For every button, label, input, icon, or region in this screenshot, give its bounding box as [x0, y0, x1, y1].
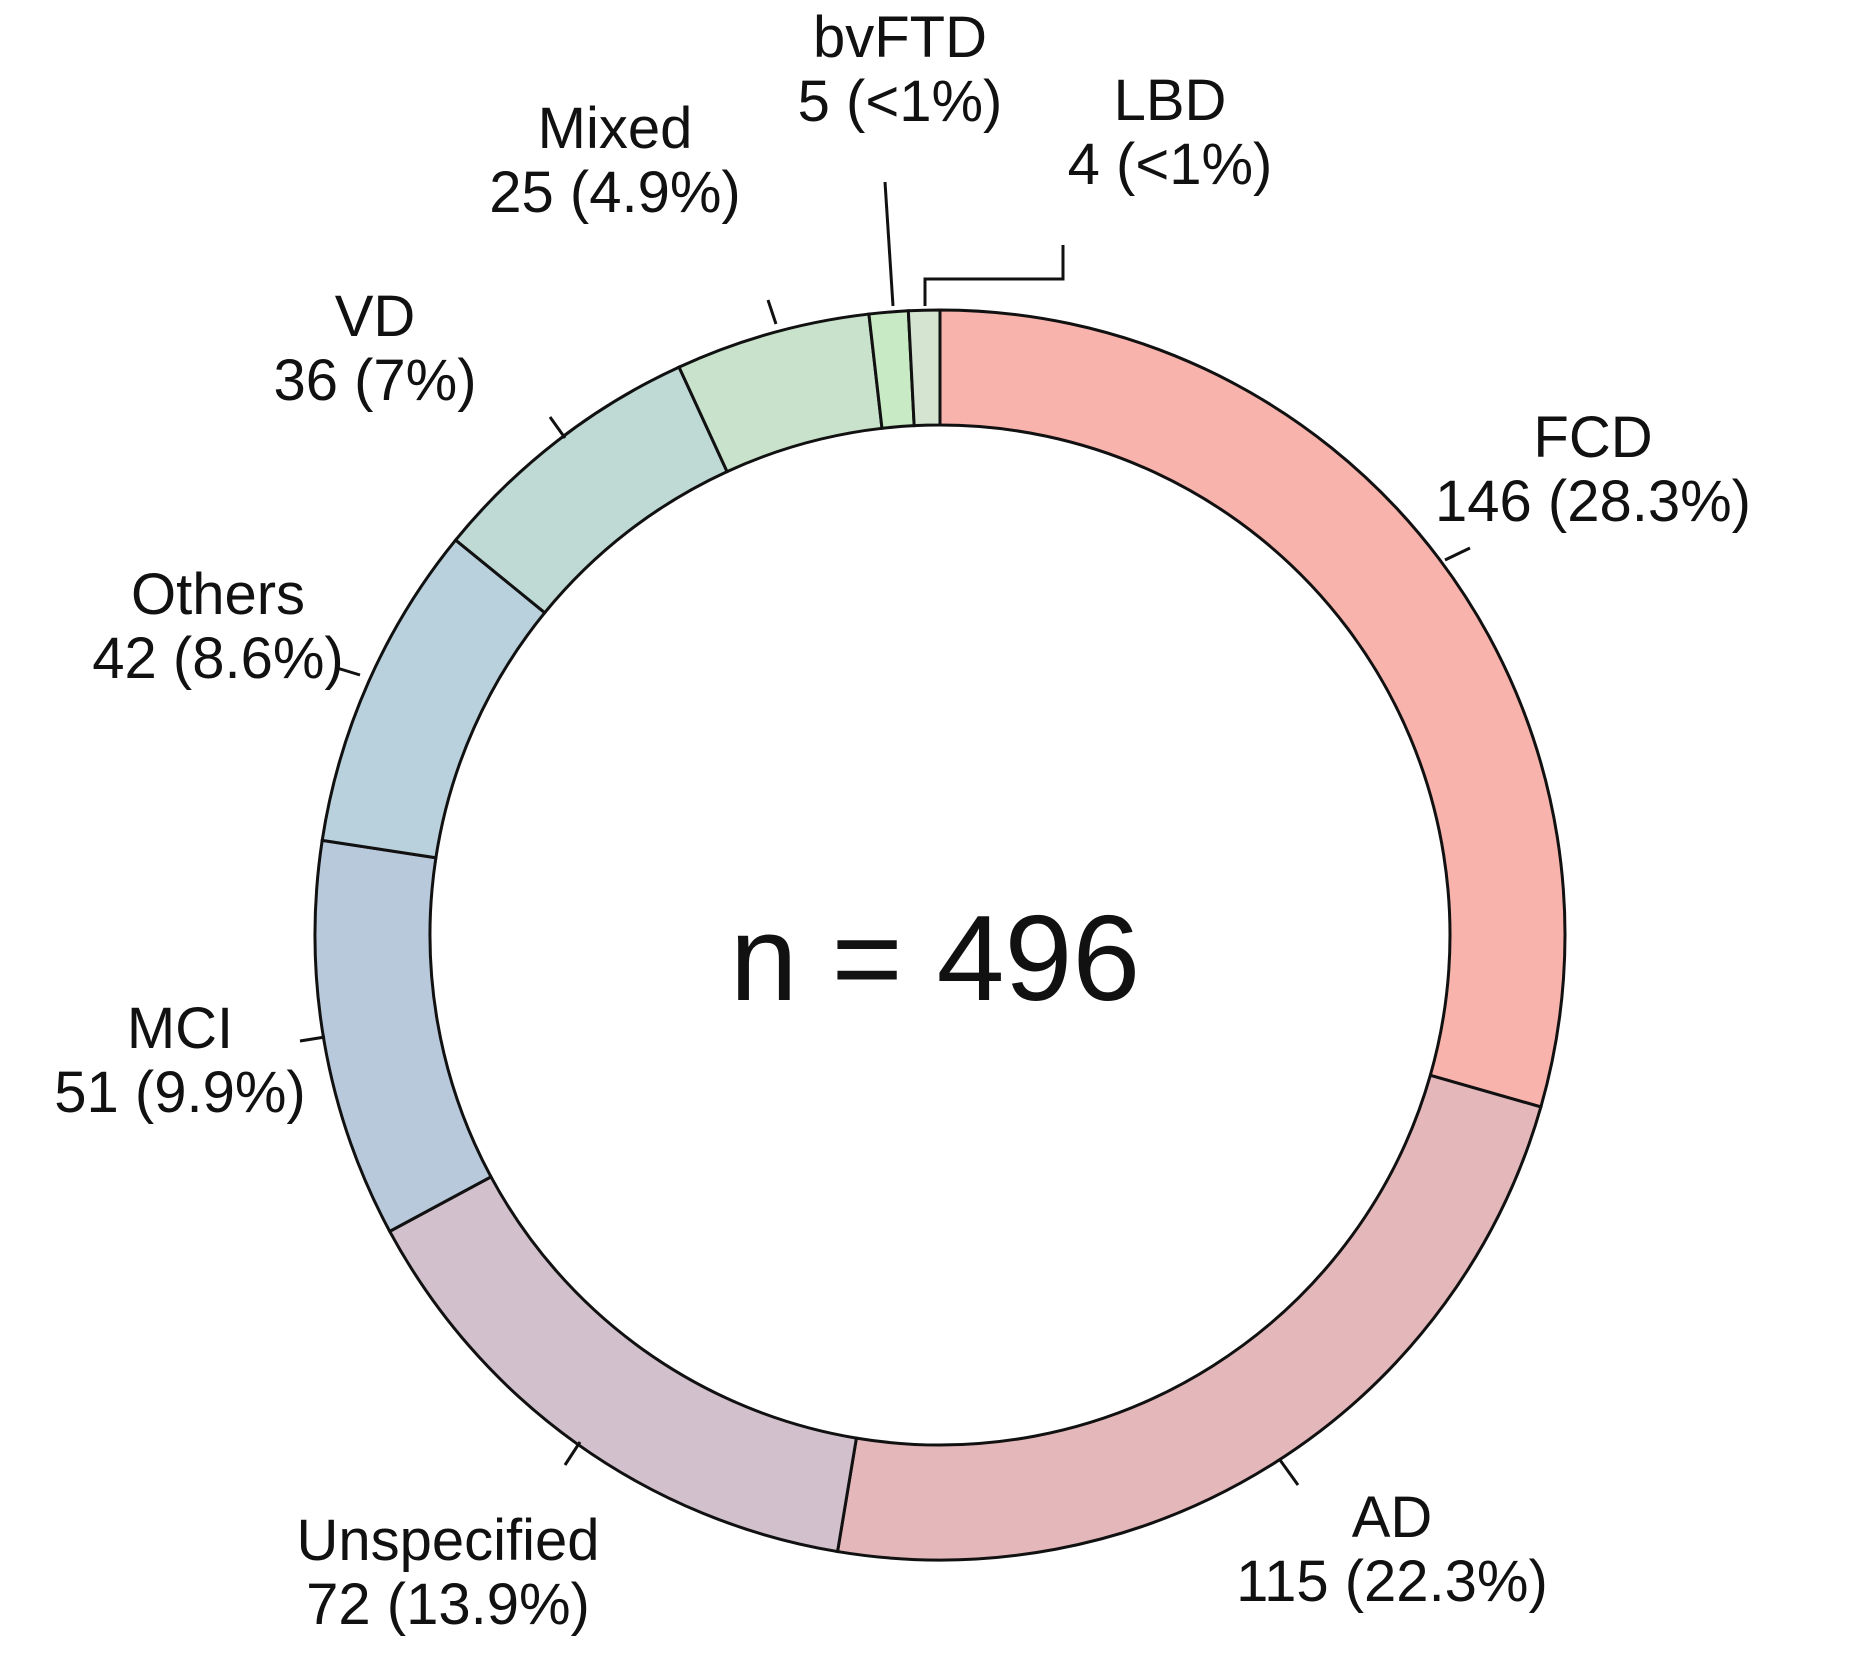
center-total-label: n = 496	[730, 890, 1140, 1026]
slice-ad	[835, 1073, 1543, 1562]
slice-name-vd: VD	[335, 284, 416, 349]
slice-name-bvftd: bvFTD	[813, 5, 987, 70]
slice-name-others: Others	[131, 562, 305, 627]
leader-line-mci	[299, 1035, 326, 1043]
leader-line-fcd	[1444, 546, 1471, 562]
slice-value-lbd: 4 (<1%)	[1068, 132, 1273, 197]
leader-lines	[299, 181, 1471, 1486]
leader-line-bvftd	[883, 181, 895, 307]
slice-value-fcd: 146 (28.3%)	[1435, 469, 1751, 534]
slice-lbd	[906, 308, 942, 428]
slice-others	[320, 537, 547, 860]
slice-value-mixed: 25 (4.9%)	[489, 160, 740, 225]
leader-line-lbd	[923, 245, 1065, 306]
slice-name-fcd: FCD	[1533, 405, 1652, 470]
slice-value-mci: 51 (9.9%)	[54, 1060, 305, 1125]
slice-value-others: 42 (8.6%)	[92, 626, 343, 691]
leader-line-ad	[1278, 1459, 1300, 1486]
slice-value-vd: 36 (7%)	[273, 348, 476, 413]
slice-value-ad: 115 (22.3%)	[1236, 1549, 1548, 1614]
slice-name-unspecified: Unspecified	[296, 1508, 599, 1573]
slice-fcd	[938, 308, 1567, 1109]
slice-value-bvftd: 5 (<1%)	[798, 69, 1003, 134]
slice-name-mci: MCI	[127, 996, 233, 1061]
leader-line-mixed	[766, 299, 778, 325]
leader-line-others	[336, 666, 361, 677]
leader-line-vd	[548, 416, 567, 439]
slice-name-ad: AD	[1352, 1485, 1433, 1550]
donut-slices	[313, 308, 1567, 1562]
slice-value-unspecified: 72 (13.9%)	[306, 1572, 590, 1637]
leader-line-unspecified	[563, 1441, 582, 1466]
slice-mci	[313, 838, 494, 1234]
slice-name-mixed: Mixed	[538, 96, 693, 161]
slice-unspecified	[387, 1174, 859, 1554]
slice-name-lbd: LBD	[1114, 68, 1227, 133]
